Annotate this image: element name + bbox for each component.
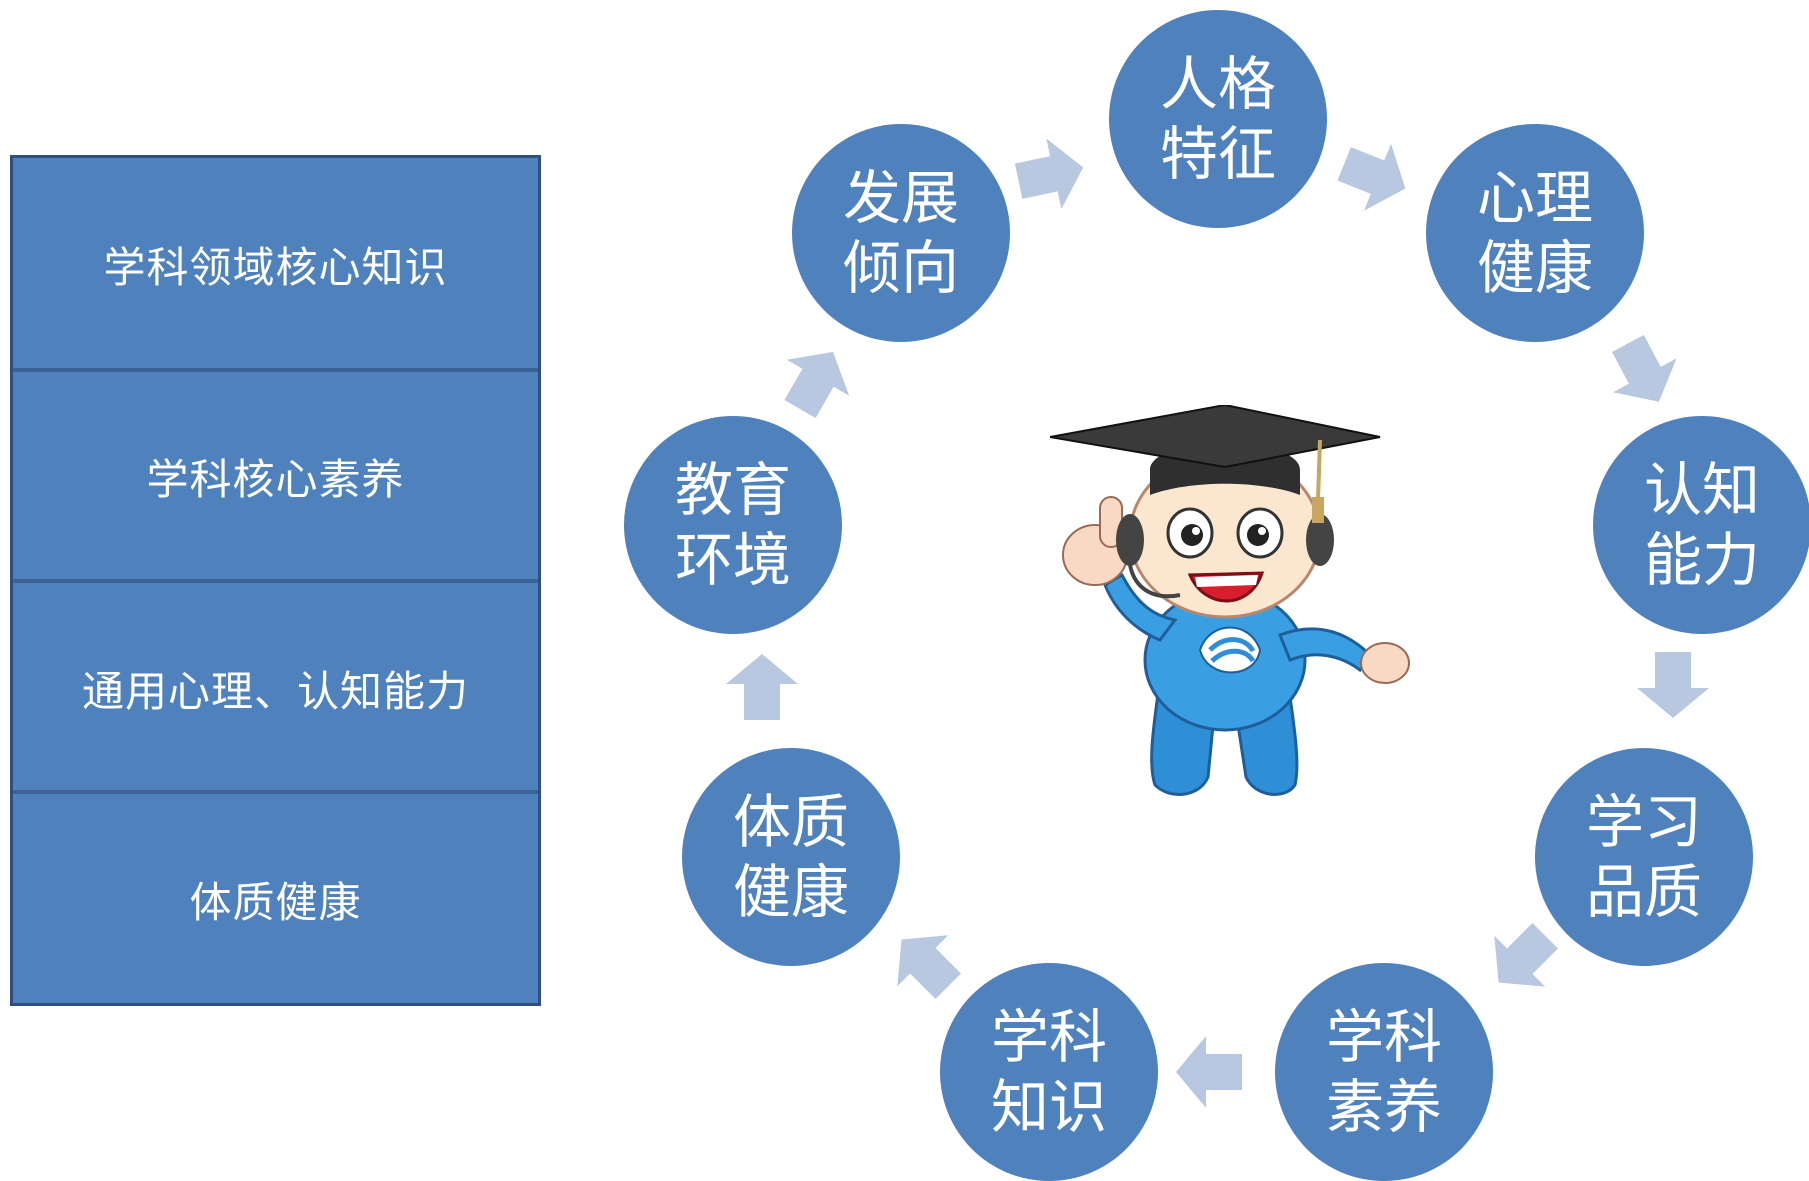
layer-divider — [13, 368, 538, 372]
node-education-environment: 教育 环境 — [624, 416, 842, 634]
node-label: 倾向 — [842, 234, 959, 302]
node-label: 学习 — [1585, 788, 1702, 856]
node-label: 特征 — [1159, 120, 1276, 188]
node-label: 能力 — [1643, 526, 1760, 594]
layer-stack: 学科领域核心知识 学科核心素养 通用心理、认知能力 体质健康 — [10, 155, 541, 1006]
layer-psych-cognitive: 通用心理、认知能力 — [81, 666, 469, 716]
node-subject-literacy: 学科 素养 — [1275, 963, 1493, 1181]
node-label: 教育 — [674, 456, 791, 524]
node-label: 环境 — [674, 526, 791, 594]
node-learning-quality: 学习 品质 — [1535, 748, 1753, 966]
node-personality: 人格 特征 — [1109, 10, 1327, 228]
layer-subject-literacy: 学科核心素养 — [146, 454, 405, 504]
layer-physical-health: 体质健康 — [189, 877, 362, 927]
node-subject-knowledge: 学科 知识 — [940, 963, 1158, 1181]
layer-subject-knowledge: 学科领域核心知识 — [103, 242, 448, 292]
layer-divider — [13, 790, 538, 794]
node-label: 发展 — [842, 164, 959, 232]
node-label: 学科 — [1325, 1003, 1442, 1071]
node-mental-health: 心理 健康 — [1426, 124, 1644, 342]
node-label: 学科 — [990, 1003, 1107, 1071]
node-label: 体质 — [732, 788, 849, 856]
node-cognitive-ability: 认知 能力 — [1593, 416, 1809, 634]
node-label: 心理 — [1476, 164, 1593, 232]
graduate-mascot-icon — [1050, 405, 1410, 796]
node-development-tendency: 发展 倾向 — [792, 124, 1010, 342]
node-label: 知识 — [990, 1073, 1107, 1141]
node-label: 人格 — [1159, 50, 1276, 118]
node-label: 健康 — [1476, 234, 1593, 302]
node-label: 健康 — [732, 858, 849, 926]
node-physical-health: 体质 健康 — [682, 748, 900, 966]
node-label: 素养 — [1325, 1073, 1442, 1141]
layer-divider — [13, 579, 538, 583]
node-label: 认知 — [1643, 456, 1760, 524]
node-label: 品质 — [1585, 858, 1702, 926]
